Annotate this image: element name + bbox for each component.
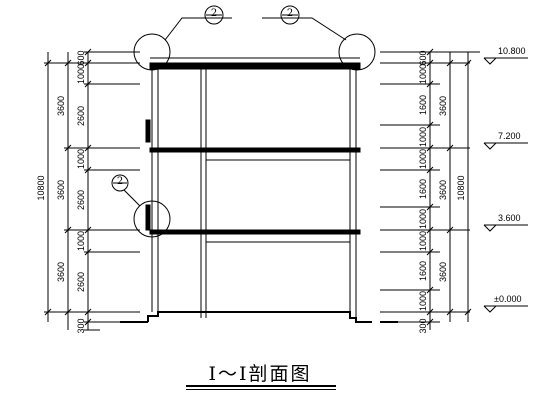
right-dim-part-1000-c: 1000 <box>418 149 428 169</box>
title-underline-thin <box>186 389 336 390</box>
left-dim-part-2600-top: 2600 <box>76 106 86 126</box>
right-dim-part-1000-f: 1000 <box>418 291 428 311</box>
left-dim-total: 10800 <box>36 175 46 200</box>
leader-line-3 <box>123 189 141 207</box>
right-dim-part-1600-a: 1600 <box>418 95 428 115</box>
roof-slab <box>149 62 361 70</box>
left-dim-part-1000-mid: 1000 <box>76 149 86 169</box>
right-dim-ticks <box>426 48 472 326</box>
callout-number-1: 2 <box>211 8 217 19</box>
level-label-3600: 3.600 <box>498 213 521 223</box>
floor-3-slab <box>149 147 361 153</box>
right-dim-part-1000-b: 1000 <box>418 127 428 147</box>
left-dim-ticks <box>44 48 92 326</box>
left-dim-part-600: 600 <box>76 50 86 65</box>
right-dim-part-1000-d: 1000 <box>418 209 428 229</box>
left-dim-floor-2: 3600 <box>56 180 66 200</box>
right-dim-part-1000-e: 1000 <box>418 231 428 251</box>
drawing-title: Ⅰ～Ⅰ剖面图 <box>208 363 312 385</box>
floor-2-slab <box>149 229 361 235</box>
right-dim-floor-3: 3600 <box>438 96 448 116</box>
right-dim-part-1000-a: 1000 <box>418 64 428 84</box>
title-underline <box>186 385 336 387</box>
left-window-mark-upper <box>145 119 151 143</box>
left-dim-part-2600-mid: 2600 <box>76 190 86 210</box>
right-dim-300: 300 <box>418 318 428 333</box>
left-dim-floor-3: 3600 <box>56 96 66 116</box>
detail-circle-middle-left <box>133 200 171 238</box>
right-dim-floor-1: 3600 <box>438 262 448 282</box>
left-window-mark-lower <box>145 204 151 231</box>
callout-number-3: 2 <box>117 176 123 187</box>
right-dim-floor-2: 3600 <box>438 180 448 200</box>
level-marker-10800 <box>483 57 498 65</box>
right-dim-total: 10800 <box>456 175 466 200</box>
left-dim-300: 300 <box>76 318 86 333</box>
leader-line-1 <box>164 17 232 41</box>
reference-marker-3 <box>111 174 129 192</box>
level-label-0000: ±0.000 <box>494 294 521 304</box>
level-label-7200: 7.200 <box>498 131 521 141</box>
right-dim-part-600: 600 <box>418 50 428 65</box>
level-marker-7200 <box>483 142 498 150</box>
level-marker-0000 <box>483 305 498 313</box>
ground-floor-line <box>147 311 372 323</box>
level-marker-3600 <box>483 224 498 232</box>
callout-number-2: 2 <box>287 8 293 19</box>
reference-marker-2 <box>280 5 300 25</box>
left-dim-floor-1: 3600 <box>56 262 66 282</box>
left-dim-part-1000-low: 1000 <box>76 231 86 251</box>
left-dim-part-2600-low: 2600 <box>76 272 86 292</box>
leader-line-2 <box>262 17 347 41</box>
right-dim-part-1600-b: 1600 <box>418 179 428 199</box>
right-dim-part-1600-c: 1600 <box>418 261 428 281</box>
left-dim-part-1000-top: 1000 <box>76 64 86 84</box>
reference-marker-1 <box>204 5 224 25</box>
detail-circle-top-right <box>338 33 376 71</box>
level-label-10800: 10.800 <box>498 46 526 56</box>
